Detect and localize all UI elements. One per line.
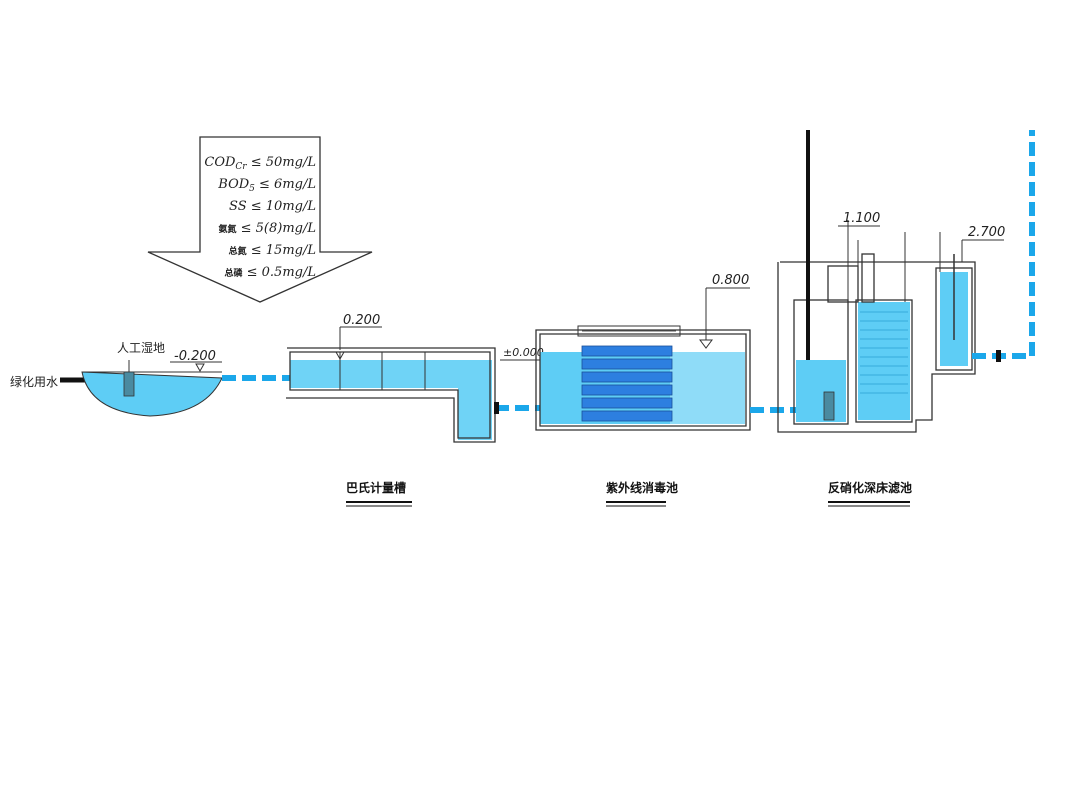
filter-media xyxy=(858,302,910,420)
standard-item: 总磷 ≤ 0.5mg/L xyxy=(224,265,316,280)
standard-item: CODCr ≤ 50mg/L xyxy=(204,155,316,172)
parshall-name: 巴氏计量槽 xyxy=(346,480,406,495)
constructed-wetland: 人工湿地 -0.200 xyxy=(81,340,223,417)
uv-name: 紫外线消毒池 xyxy=(606,480,678,495)
uv-lamp xyxy=(581,371,673,383)
wetland-label: 人工湿地 xyxy=(117,340,165,355)
uv-lamp-bank xyxy=(581,345,673,422)
wetland-pump xyxy=(123,371,135,397)
wetland-basin xyxy=(81,371,223,417)
denitrification-filter: 1.100 2.700 反硝化深床滤池 xyxy=(777,130,1005,507)
effluent-standard-arrow: CODCr ≤ 50mg/L BOD5 ≤ 6mg/L SS ≤ 10mg/L 氨氮 … xyxy=(147,136,373,303)
standard-list: CODCr ≤ 50mg/L BOD5 ≤ 6mg/L SS ≤ 10mg/L 氨氮 … xyxy=(204,155,316,280)
uv-lamp xyxy=(581,384,673,396)
filter-name: 反硝化深床滤池 xyxy=(828,480,912,495)
parshall-level: 0.200 xyxy=(343,313,380,328)
parshall-water xyxy=(290,360,458,388)
uv-lamp xyxy=(581,358,673,370)
clearwell-water xyxy=(796,360,846,422)
influent-pipe xyxy=(972,130,1035,359)
standard-item: BOD5 ≤ 6mg/L xyxy=(217,177,316,194)
ground-level: ±0.000 xyxy=(503,346,544,359)
uv-lamp xyxy=(581,410,673,422)
level-marker xyxy=(195,363,205,373)
parshall-flume: 0.200 巴氏计量槽 xyxy=(286,313,496,507)
uv-lamp xyxy=(581,397,673,409)
wetland-level: -0.200 xyxy=(174,349,216,364)
uv-level: 0.800 xyxy=(712,273,749,288)
filter-level-2: 2.700 xyxy=(968,225,1005,240)
filter-level-1: 1.100 xyxy=(843,211,880,226)
filter-media-layers xyxy=(860,311,908,394)
uv-disinfection-tank: 0.800 紫外线消毒池 xyxy=(535,273,751,507)
standard-item: SS ≤ 10mg/L xyxy=(229,199,316,214)
uv-lamp xyxy=(581,345,673,357)
standard-item: 总氮 ≤ 15mg/L xyxy=(229,243,316,258)
standard-item: 氨氮 ≤ 5(8)mg/L xyxy=(218,221,316,236)
outlet-label: 绿化用水 xyxy=(10,374,58,389)
